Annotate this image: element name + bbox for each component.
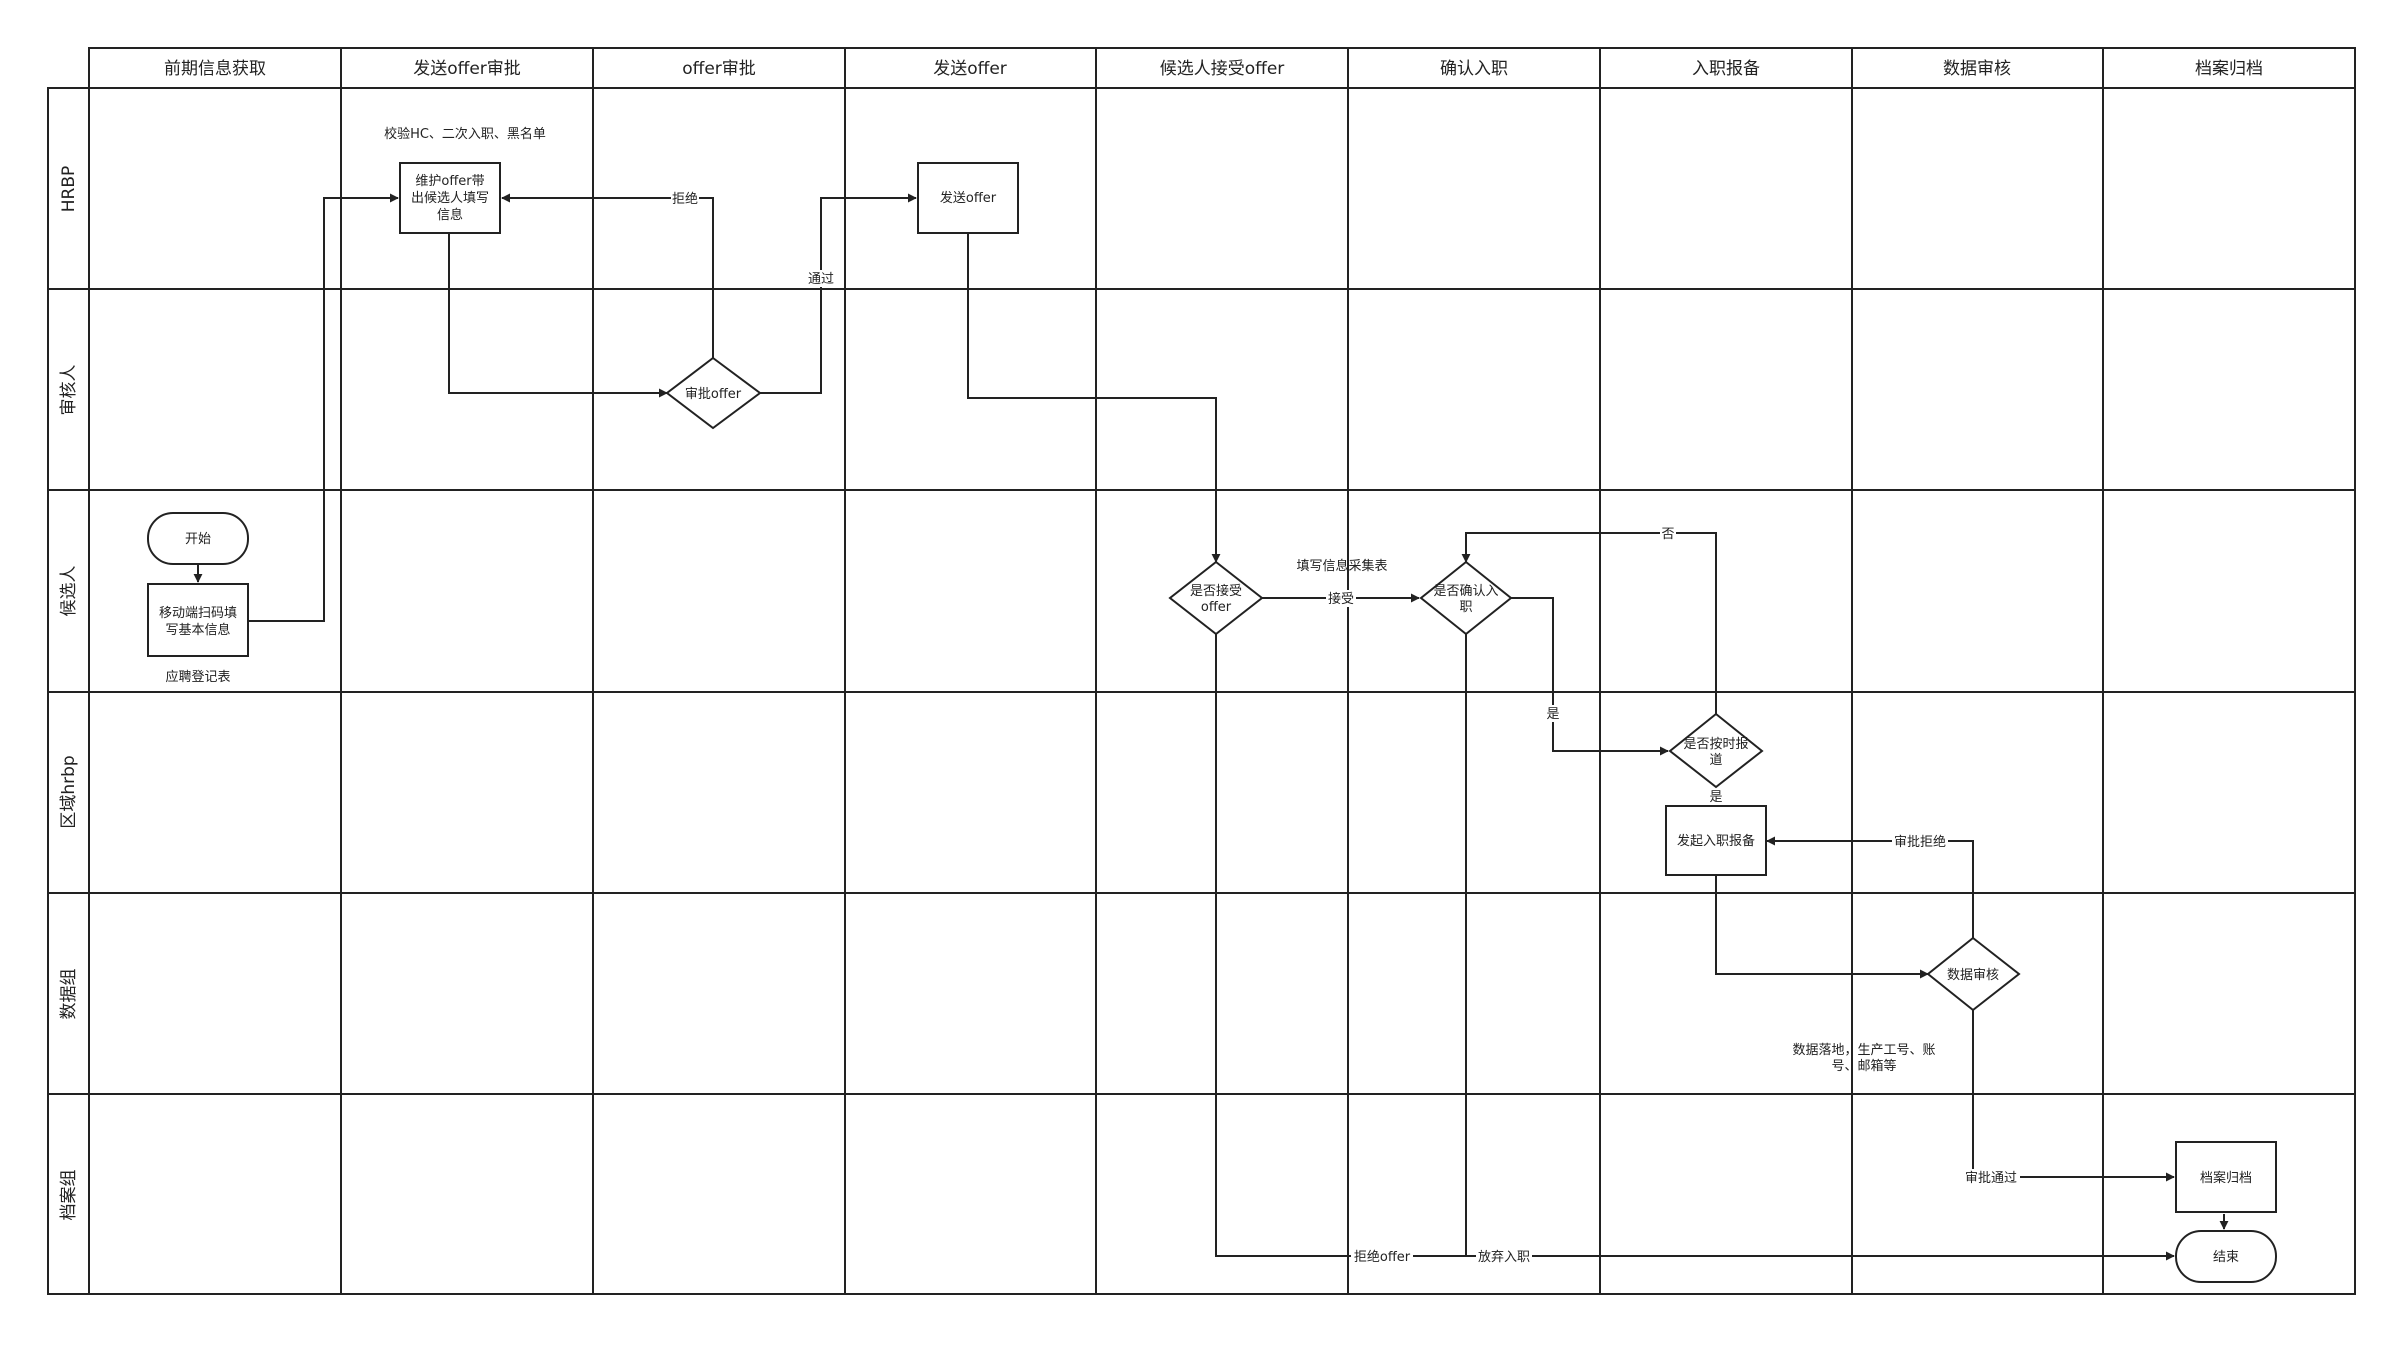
column-header-accept-offer: 候选人接受offer <box>1160 59 1285 79</box>
svg-text:offer: offer <box>1201 600 1232 615</box>
svg-text:发送offer: 发送offer <box>940 190 997 206</box>
edge-approve-pass <box>760 193 917 394</box>
edge-confirm-yes <box>1511 597 1669 756</box>
send-offer-node: 发送offer <box>917 162 1019 234</box>
svg-text:职: 职 <box>1459 600 1472 615</box>
swimlane-grid <box>47 47 2356 1295</box>
annotation-info-form: 填写信息采集表 <box>1296 558 1387 574</box>
svg-text:是否确认入: 是否确认入 <box>1433 584 1498 599</box>
column-header-offer-approval: offer审批 <box>682 59 756 79</box>
label-yes-confirm: 是 <box>1546 707 1559 722</box>
annotation-data-landing-line2: 号、邮箱等 <box>1831 1058 1896 1074</box>
start-node: 开始 <box>147 512 249 565</box>
label-no: 否 <box>1661 527 1674 542</box>
edge-scan-to-maintain <box>248 193 399 622</box>
label-accept: 接受 <box>1328 591 1354 607</box>
edge-approve-reject <box>501 193 714 360</box>
label-approval-pass: 审批通过 <box>1965 1171 2017 1186</box>
edge-reject-offer <box>1215 634 2175 1261</box>
lane-headers: HRBP 审核人 候选人 区域hrbp 数据组 档案组 <box>59 166 79 1221</box>
column-headers: 前期信息获取 发送offer审批 offer审批 发送offer 候选人接受of… <box>164 59 2263 79</box>
column-header-send-offer-approval: 发送offer审批 <box>413 59 521 79</box>
lane-header-regional-hrbp: 区域hrbp <box>59 755 79 828</box>
column-header-pre-info: 前期信息获取 <box>164 59 266 79</box>
svg-text:数据审核: 数据审核 <box>1947 968 1999 983</box>
lane-header-reviewer: 审核人 <box>59 365 79 416</box>
svg-text:维护offer带: 维护offer带 <box>415 174 484 189</box>
svg-text:信息: 信息 <box>437 207 463 223</box>
label-reject: 拒绝 <box>672 191 698 207</box>
flow-edges <box>193 193 2229 1261</box>
edge-send-to-accept <box>967 233 1221 563</box>
lane-header-data-team: 数据组 <box>59 969 79 1020</box>
svg-text:结束: 结束 <box>2213 1250 2239 1265</box>
end-node: 结束 <box>2175 1230 2277 1283</box>
svg-text:是否接受: 是否接受 <box>1190 583 1242 599</box>
maintain-offer-node: 维护offer带 出候选人填写 信息 <box>399 162 501 234</box>
svg-text:发起入职报备: 发起入职报备 <box>1677 833 1755 849</box>
edge-maintain-to-approve <box>448 232 668 398</box>
svg-text:开始: 开始 <box>185 532 211 547</box>
svg-text:档案归档: 档案归档 <box>2200 1171 2252 1186</box>
annotation-data-landing-line1: 数据落地，生产工号、账 <box>1792 1043 1935 1058</box>
svg-text:道: 道 <box>1709 753 1722 768</box>
accept-offer-decision: 是否接受 offer <box>1168 560 1264 636</box>
label-reject-offer: 拒绝offer <box>1354 1249 1411 1265</box>
column-header-data-review: 数据审核 <box>1943 59 2011 79</box>
annotation-verify: 校验HC、二次入职、黑名单 <box>384 126 546 142</box>
annotation-registration-form: 应聘登记表 <box>165 669 230 685</box>
edge-ontime-no <box>1461 532 1717 714</box>
column-header-archive: 档案归档 <box>2195 59 2263 79</box>
svg-text:是否按时报: 是否按时报 <box>1683 737 1748 752</box>
initiate-report-node: 发起入职报备 <box>1665 805 1767 876</box>
confirm-join-decision: 是否确认入 职 <box>1419 560 1513 636</box>
scan-fill-node: 移动端扫码填 写基本信息 <box>147 583 249 657</box>
edge-labels: 拒绝 通过 接受 否 是 是 审批拒绝 审批通过 拒绝offer 放弃入职 <box>671 190 2020 1265</box>
edge-report-to-review <box>1715 875 1929 979</box>
lane-header-hrbp: HRBP <box>59 166 79 213</box>
label-yes-ontime: 是 <box>1709 790 1722 805</box>
label-pass: 通过 <box>808 272 834 287</box>
svg-text:审批offer: 审批offer <box>685 387 742 402</box>
column-header-send-offer: 发送offer <box>933 59 1007 79</box>
lane-header-candidate: 候选人 <box>59 566 79 617</box>
data-review-decision: 数据审核 <box>1926 936 2021 1012</box>
column-header-onboard-report: 入职报备 <box>1692 59 1760 79</box>
edge-review-reject <box>1766 836 1974 938</box>
approve-offer-decision: 审批offer <box>665 356 762 430</box>
label-approval-reject: 审批拒绝 <box>1894 834 1946 850</box>
label-give-up: 放弃入职 <box>1478 1250 1530 1265</box>
svg-text:出候选人填写: 出候选人填写 <box>411 191 489 206</box>
archive-node: 档案归档 <box>2175 1141 2277 1213</box>
annotations: 应聘登记表 校验HC、二次入职、黑名单 填写信息采集表 数据落地，生产工号、账 … <box>165 126 1935 1074</box>
svg-text:移动端扫码填: 移动端扫码填 <box>159 606 237 621</box>
svg-text:写基本信息: 写基本信息 <box>165 622 230 638</box>
lane-header-archive-team: 档案组 <box>59 1170 79 1221</box>
column-header-confirm-join: 确认入职 <box>1440 59 1508 79</box>
report-on-time-decision: 是否按时报 道 <box>1668 712 1764 789</box>
